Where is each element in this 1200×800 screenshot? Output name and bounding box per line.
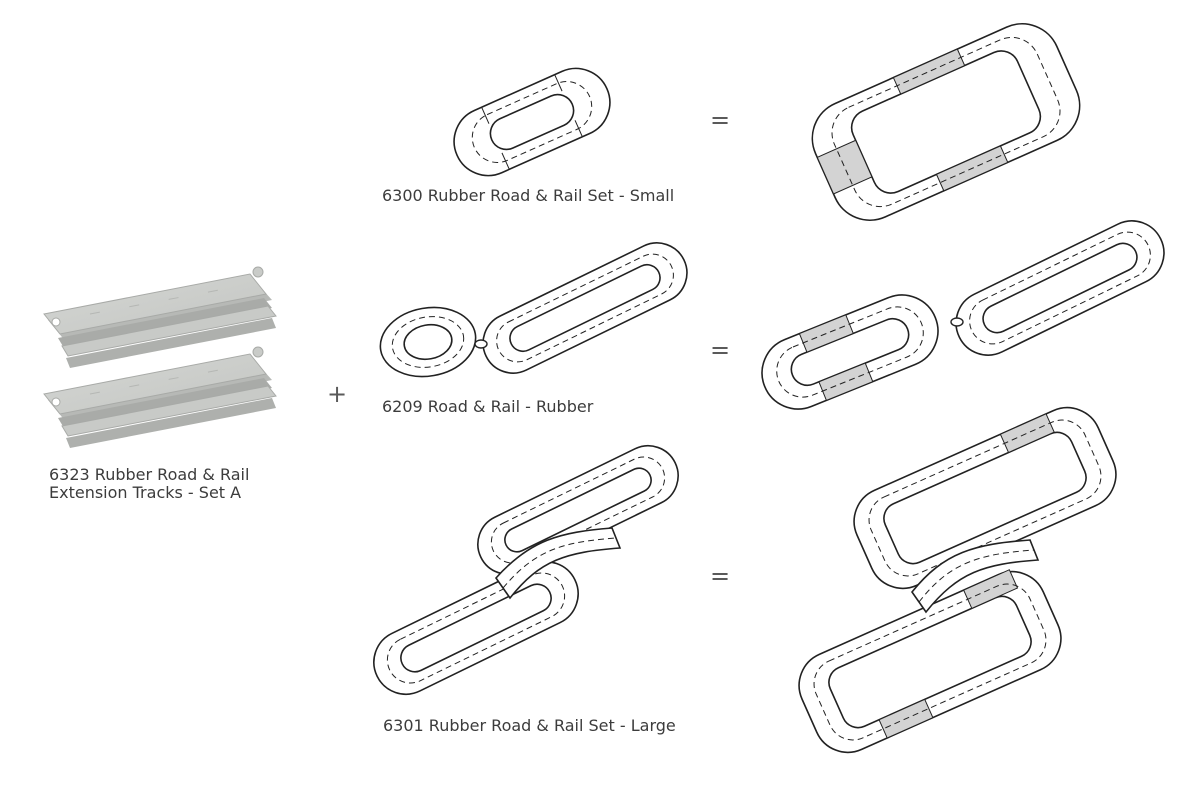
extension-set-label: 6323 Rubber Road & Rail Extension Tracks… xyxy=(49,466,249,502)
extension-piece-bottom xyxy=(43,346,277,448)
equals-sign-row-3: = xyxy=(710,562,731,590)
extension-set-label-line-2: Extension Tracks - Set A xyxy=(49,483,242,502)
track-large-crossover xyxy=(373,445,679,695)
extension-set-label-line-1: 6323 Rubber Road & Rail xyxy=(49,465,250,484)
equals-sign-row-2: = xyxy=(710,336,731,364)
track-figure-eight xyxy=(379,242,688,378)
set-label-small: 6300 Rubber Road & Rail Set - Small xyxy=(382,186,675,205)
plus-sign: + xyxy=(327,380,348,408)
track-small-oval xyxy=(453,67,611,177)
track-small-oval-extended xyxy=(811,23,1081,221)
set-label-rubber: 6209 Road & Rail - Rubber xyxy=(382,397,594,416)
track-large-crossover-extended xyxy=(798,406,1117,754)
set-label-large: 6301 Rubber Road & Rail Set - Large xyxy=(383,716,676,735)
extension-track-pieces xyxy=(43,266,277,448)
extension-piece-top xyxy=(43,266,277,368)
equals-sign-row-1: = xyxy=(710,106,731,134)
track-figure-eight-extended xyxy=(761,220,1165,410)
